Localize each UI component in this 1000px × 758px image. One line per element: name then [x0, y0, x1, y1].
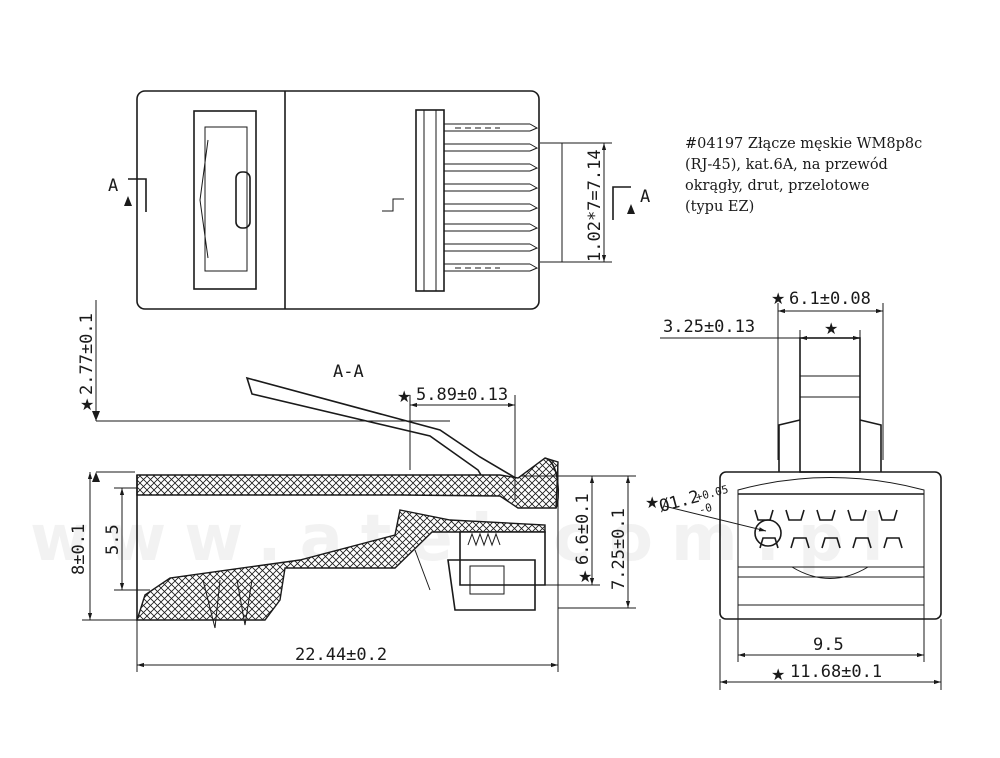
width-1168-dimension: 11.68±0.1 — [790, 662, 882, 682]
critical-mark-589: ★ — [397, 387, 411, 406]
description-line-3: okrągły, drut, przelotowe — [685, 178, 870, 194]
diameter-tolerance-upper: +0.05 — [694, 483, 729, 504]
critical-mark-1168: ★ — [771, 665, 785, 684]
critical-mark-66: ★ — [578, 567, 592, 586]
dist-589-dimension: 5.89±0.13 — [416, 385, 508, 405]
critical-mark-dia: ★ — [645, 493, 659, 512]
critical-mark-61: ★ — [771, 289, 785, 308]
height-66-dimension: 6.6±0.1 — [573, 493, 593, 565]
diameter-tolerance-lower: -0 — [697, 501, 713, 517]
critical-mark-277: ★ — [80, 395, 94, 414]
watermark: www.atel.com.pl — [30, 502, 902, 576]
section-mark-right: A — [640, 187, 650, 207]
description: #04197 Złącze męskie WM8p8c (RJ-45), kat… — [685, 136, 922, 215]
pitch-dimension: 1.02*7=7.14 — [585, 149, 605, 262]
front-view: ★ 6.1±0.08 3.25±0.13 ★ ★ Ø1.2 +0.05 -0 9… — [645, 289, 942, 690]
width-61-dimension: 6.1±0.08 — [789, 289, 871, 309]
section-mark-left: A — [108, 176, 118, 196]
width-325-dimension: 3.25±0.13 — [663, 317, 755, 337]
description-line-2: (RJ-45), kat.6A, na przewód — [685, 157, 888, 173]
height-277-dimension: 2.77±0.1 — [77, 313, 97, 395]
length-2244-dimension: 22.44±0.2 — [295, 645, 387, 665]
critical-mark-325: ★ — [824, 319, 838, 338]
width-95-dimension: 9.5 — [813, 635, 844, 655]
section-view: A-A 2.77±0.1 ★ 8±0.1 5.5 — [69, 300, 636, 672]
height-725-dimension: 7.25±0.1 — [609, 508, 629, 590]
description-line-1: #04197 Złącze męskie WM8p8c — [685, 136, 922, 152]
height-8-dimension: 8±0.1 — [69, 524, 89, 575]
top-view: 1.02*7=7.14 A A — [108, 90, 650, 310]
description-line-4: (typu EZ) — [685, 199, 754, 215]
contact-pins — [444, 123, 539, 272]
section-title: A-A — [333, 362, 364, 382]
height-55-dimension: 5.5 — [103, 524, 123, 555]
